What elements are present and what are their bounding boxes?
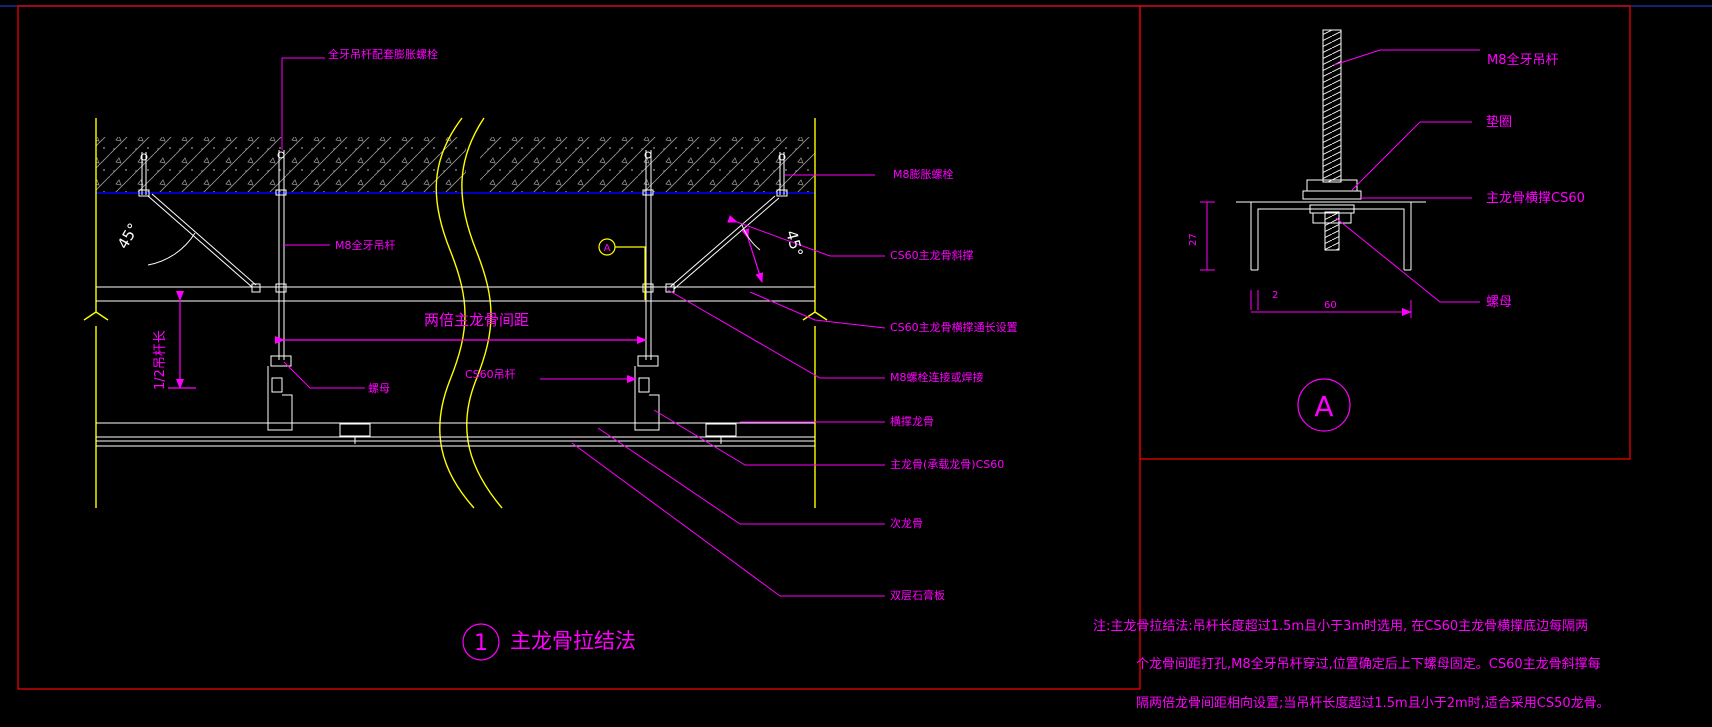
break-lines — [435, 117, 503, 509]
detail-threaded-rod — [1322, 29, 1342, 183]
callout-brace-extension: CS60主龙骨横撑通长设置 — [890, 320, 1018, 334]
detail-callout-washer: 垫圈 — [1486, 114, 1512, 130]
callout-rod-left: M8全牙吊杆 — [335, 238, 396, 252]
callout-secondary-keel: 次龙骨 — [890, 516, 923, 530]
detail-callout-nut: 螺母 — [1486, 295, 1512, 310]
detail-a-leaders — [1200, 49, 1480, 318]
callout-gypsum-board: 双层石膏板 — [890, 588, 945, 602]
callout-bolt-connection: M8螺栓连接或焊接 — [890, 370, 984, 384]
detail-a: M8全牙吊杆 垫圈 主龙骨横撑CS60 螺母 27 2 60 A — [1188, 29, 1585, 432]
keel-bolts — [251, 283, 675, 293]
detail-a-frame — [1139, 5, 1631, 460]
concrete-slab-left — [96, 137, 466, 192]
main-detail: A — [83, 47, 1018, 661]
half-rod-dimension — [168, 291, 196, 389]
callout-main-keel: 主龙骨(承载龙骨)CS60 — [890, 458, 1004, 471]
callout-brace: CS60主龙骨斜撑 — [890, 248, 974, 262]
detail-dim-height: 27 — [1188, 233, 1199, 246]
angle-left-label: 45° — [114, 220, 143, 252]
detail-marker-label: A — [604, 243, 611, 254]
detail-callout-brace: 主龙骨横撑CS60 — [1486, 191, 1585, 206]
span-label: 两倍主龙骨间距 — [424, 311, 529, 329]
detail-channel-section — [1236, 201, 1426, 271]
concrete-slab-right — [480, 137, 815, 192]
callout-cross-keel: 横撑龙骨 — [890, 414, 934, 428]
note-line-2: 个龙骨间距打孔,M8全牙吊杆穿过,位置确定后上下螺母固定。CS60主龙骨斜撑每 — [1136, 656, 1601, 672]
main-keel-brackets — [267, 355, 660, 431]
detail-dim-width: 60 — [1324, 300, 1337, 311]
right-angle-arc — [741, 224, 761, 251]
left-angle-arc — [147, 232, 196, 266]
detail-rod-stub — [1324, 211, 1340, 251]
callout-top-bolt-rod: 全牙吊杆配套膨胀螺栓 — [328, 47, 438, 61]
half-rod-length-label: 1/2吊杆长 — [153, 330, 168, 390]
detail-a-marker-circle — [1297, 378, 1351, 432]
note-line-3: 隔两倍龙骨间距相向设置;当吊杆长度超过1.5m且小于2m时,适合采用CS50龙骨… — [1136, 695, 1610, 711]
secondary-keel-clips — [339, 423, 737, 444]
detail-title: 主龙骨拉结法 — [510, 629, 636, 653]
detail-dim-thickness: 2 — [1272, 290, 1278, 301]
ceiling-layers — [96, 422, 815, 447]
annotation-leaders — [281, 57, 886, 597]
callout-expansion-bolt: M8膨胀螺栓 — [893, 167, 954, 181]
detail-a-marker-label: A — [1314, 390, 1333, 423]
callout-rod-mid: CS60吊杆 — [465, 367, 516, 381]
expansion-bolt-heads — [138, 151, 788, 197]
notes: 注:主龙骨拉结法:吊杆长度超过1.5m且小于3m时选用, 在CS60主龙骨横撑底… — [1093, 618, 1610, 711]
title-number: 1 — [474, 631, 488, 656]
diagonal-braces — [147, 193, 780, 290]
note-line-1: 注:主龙骨拉结法:吊杆长度超过1.5m且小于3m时选用, 在CS60主龙骨横撑底… — [1093, 618, 1588, 634]
cross-brace-keel — [96, 286, 815, 302]
callout-nut-left: 螺母 — [368, 382, 390, 395]
title-number-circle — [462, 623, 500, 661]
detail-callout-rod: M8全牙吊杆 — [1487, 52, 1559, 68]
right-angle-dimension — [741, 228, 764, 283]
break-line-right — [461, 117, 503, 509]
break-line-left — [435, 117, 475, 509]
main-detail-frame — [17, 5, 1141, 690]
right-wall — [802, 118, 828, 508]
hanging-rods — [141, 150, 785, 360]
detail-marker-leader — [615, 246, 646, 300]
left-wall — [83, 118, 109, 508]
angle-right-label: 45° — [782, 228, 806, 258]
walls — [83, 118, 828, 508]
